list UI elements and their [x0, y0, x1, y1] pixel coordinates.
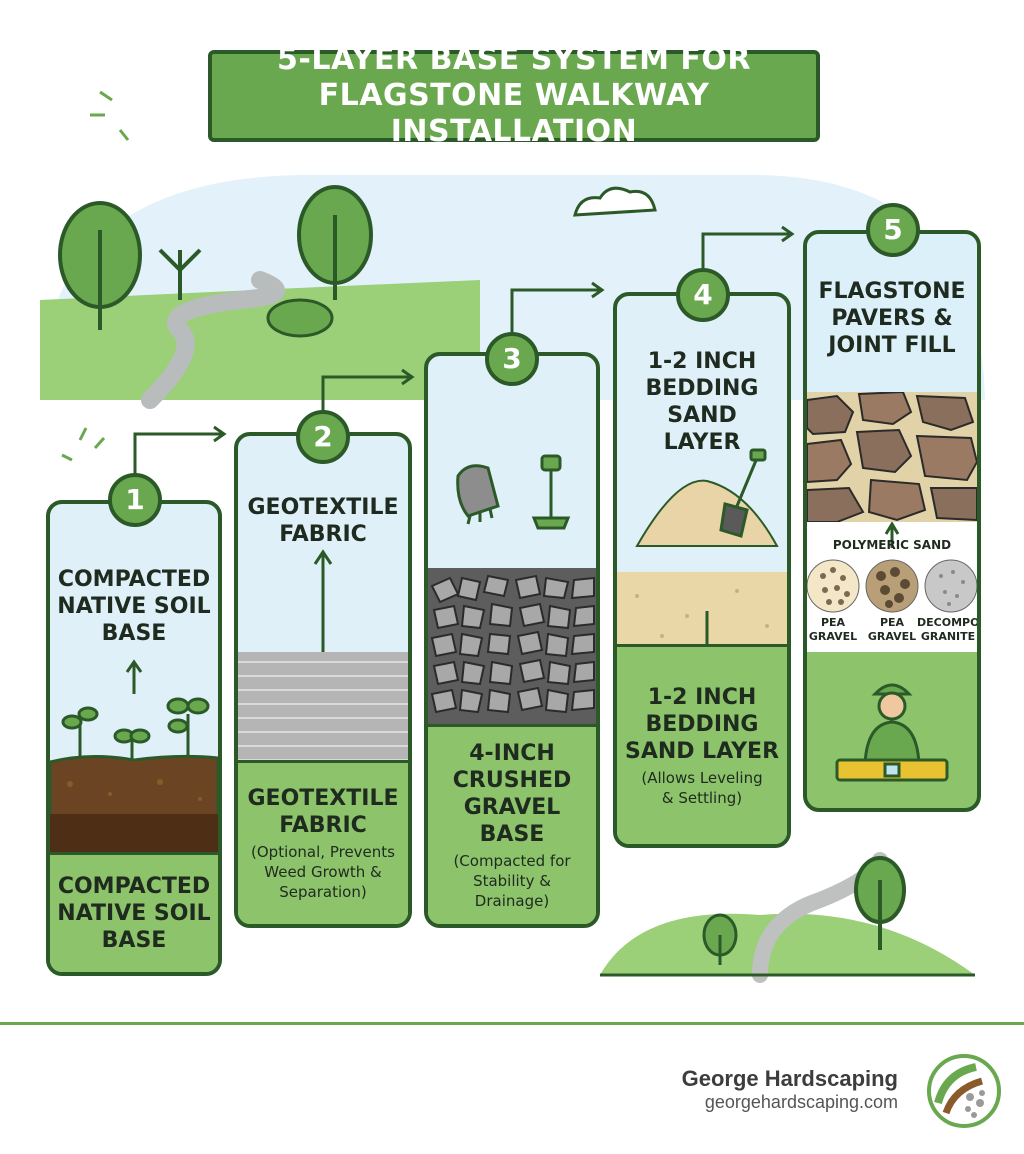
worker-illustration: [835, 683, 949, 782]
title-banner: 5-LAYER BASE SYSTEM FOR FLAGSTONE WALKWA…: [208, 42, 820, 149]
banner-title-line1: 5-LAYER BASE SYSTEM FOR: [277, 42, 751, 77]
plant-icon: [158, 248, 202, 300]
layer-top-title: COMPACTED NATIVE SOIL BASE: [57, 567, 211, 646]
footer-divider: [0, 1022, 1024, 1025]
step-number: 2: [296, 410, 350, 464]
banner-title-line2: FLAGSTONE WALKWAY INSTALLATION: [318, 78, 710, 149]
layer-lower-label: COMPACTED NATIVE SOIL BASE: [50, 852, 218, 972]
left-hill: [40, 280, 480, 400]
sparkle-icon: [61, 90, 130, 462]
tree-icon: [58, 201, 142, 330]
layer-card-5: FLAGSTONE PAVERS & JOINT FILL: [803, 230, 981, 812]
layer-top-title: GEOTEXTILE FABRIC: [247, 495, 399, 547]
flagstone-pavers-illustration: [807, 392, 977, 522]
fabric-illustration: [238, 549, 408, 772]
swatch-label: PEA GRAVEL: [808, 616, 858, 643]
brand-name: George Hardscaping: [681, 1066, 898, 1091]
polymeric-sand-label: POLYMERIC SAND: [832, 538, 952, 552]
left-path: [141, 271, 285, 409]
swatch-label: DECOMPOSED GRANITE: [917, 616, 980, 643]
layer-card-2: GEOTEXTILE FABRIC GEOTEXTILE FABRIC (Opt…: [234, 432, 412, 928]
soil-illustration: [50, 659, 218, 866]
brand-url[interactable]: georgehardscaping.com: [704, 1092, 898, 1112]
brand-logo: [927, 1054, 1001, 1128]
tree-icon: [702, 913, 738, 965]
swatch-label: PEA GRAVEL: [867, 616, 917, 643]
layer-lower-label: 1-2 INCH BEDDING SAND LAYER (Allows Leve…: [617, 644, 787, 844]
tree-icon: [297, 185, 373, 300]
layer-card-1: COMPACTED NATIVE SOIL BASE COMPACTED NAT…: [46, 500, 222, 976]
layer-lower-label: GEOTEXTILE FABRIC (Optional, Prevents We…: [238, 760, 408, 924]
layer-top-title: 1-2 INCH BEDDING SAND LAYER: [645, 349, 759, 455]
step-number: 4: [676, 268, 730, 322]
gravel-illustration: [428, 454, 596, 728]
excavator-bucket-icon: [456, 464, 500, 525]
layer-lower-label: 4-INCH CRUSHED GRAVEL BASE (Compacted fo…: [428, 724, 596, 924]
layer-card-3: 4-INCH CRUSHED GRAVEL BASE (Compacted fo…: [424, 352, 600, 928]
layer-top-title: FLAGSTONE PAVERS & JOINT FILL: [818, 279, 966, 358]
tamper-icon: [531, 454, 571, 530]
shovel-icon: [719, 448, 767, 538]
layer-card-4: 1-2 INCH BEDDING SAND LAYER 1-2 INCH BED…: [613, 292, 791, 848]
step-number: 3: [485, 332, 539, 386]
joint-fill-swatches: [807, 559, 977, 613]
sprout-icon: [61, 697, 210, 769]
bush-icon: [266, 298, 334, 338]
tree-icon: [854, 856, 906, 950]
arrow-icon: [884, 522, 900, 548]
connector-arrows: [133, 225, 795, 478]
step-number: 5: [866, 203, 920, 257]
step-number: 1: [108, 473, 162, 527]
sand-illustration: [617, 448, 787, 687]
joint-fill-panel: POLYMERIC SAND PEA GRAVEL PEA GRAVEL DEC…: [807, 522, 977, 652]
cloud-icon: [573, 186, 657, 217]
